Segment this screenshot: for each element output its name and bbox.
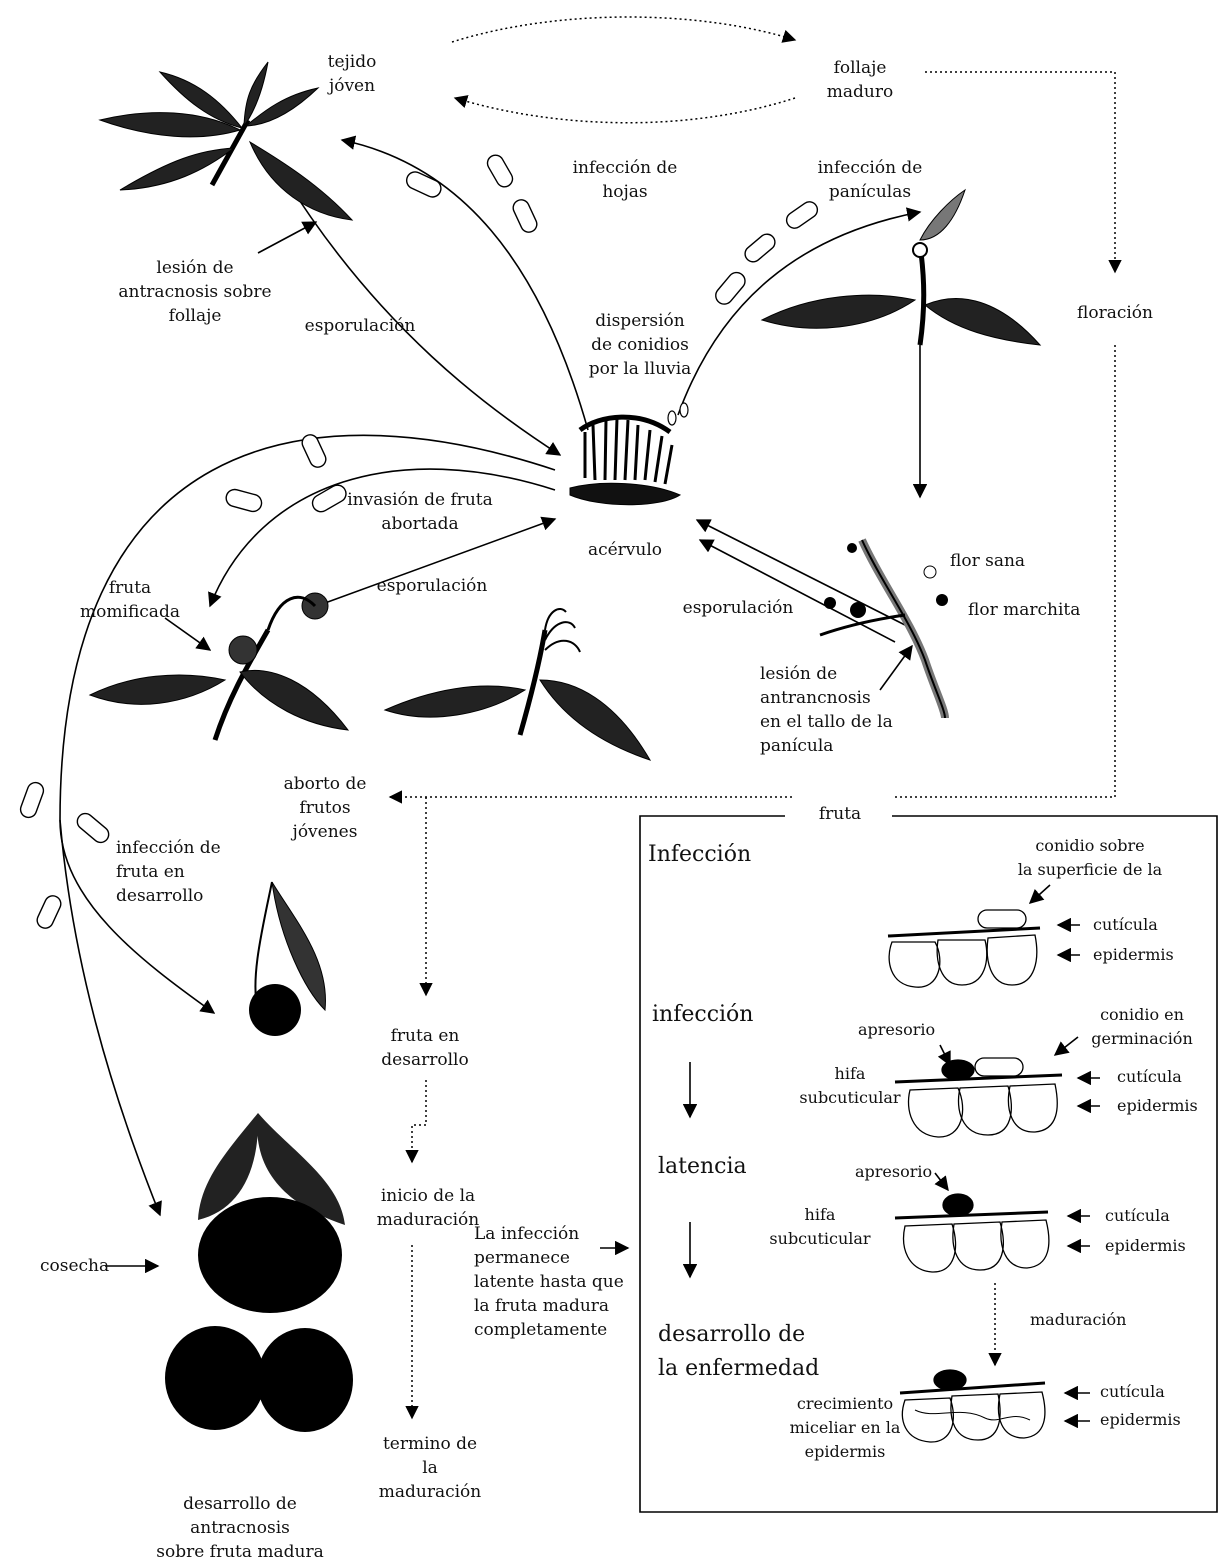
cells-latency — [895, 1194, 1049, 1272]
box-label-conidium-surface: conidio sobre la superficie de la — [1000, 834, 1180, 882]
box-label-epidermis-3: epidermis — [1105, 1234, 1205, 1258]
label-rain-dispersal: dispersión de conidios por la lluvia — [570, 309, 710, 381]
box-stage-disease: desarrollo de la enfermedad — [658, 1318, 878, 1386]
conidium — [404, 169, 444, 200]
label-foliage-lesion: lesión de antracnosis sobre follaje — [105, 256, 285, 328]
box-label-epidermis-2: epidermis — [1117, 1094, 1217, 1118]
box-label-germinating-conidium: conidio en germinación — [1072, 1003, 1212, 1051]
box-title-infection: Infección — [648, 838, 848, 872]
conidium — [511, 197, 540, 235]
cells-surface-conidium — [888, 910, 1040, 987]
conidium — [74, 810, 112, 845]
box-label-cuticle-3: cutícula — [1105, 1204, 1205, 1228]
box-label-cuticle-1: cutícula — [1093, 913, 1193, 937]
box-label-ripening: maduración — [1030, 1308, 1150, 1332]
conidium — [224, 488, 263, 514]
conidium — [18, 780, 45, 819]
label-sporulation-top: esporulación — [290, 314, 430, 338]
box-label-appressorium-1: apresorio — [858, 1018, 958, 1042]
arrow-to-flowering — [925, 72, 1115, 272]
label-aborted-fruit-invasion: invasión de fruta abortada — [340, 488, 500, 536]
label-healthy-flower: flor sana — [950, 549, 1090, 573]
developing-fruit — [249, 882, 325, 1036]
label-young-tissue: tejido jóven — [292, 50, 412, 98]
label-latent-infection: La infección permanece latente hasta que… — [474, 1222, 624, 1342]
label-fruit-abortion: aborto de frutos jóvenes — [260, 772, 390, 844]
conidium — [712, 269, 748, 308]
box-label-epidermis-1: epidermis — [1093, 943, 1193, 967]
cells-disease — [900, 1370, 1045, 1442]
box-label-mycelial-growth: crecimiento miceliar en la epidermis — [780, 1392, 910, 1464]
box-label-hypha-2: hifa subcuticular — [765, 1203, 875, 1251]
arrow-to-mature-foliage — [452, 17, 795, 42]
label-mature-foliage: follaje maduro — [800, 56, 920, 104]
label-harvest: cosecha — [40, 1254, 120, 1278]
label-panicle-infection: infección de panículas — [795, 156, 945, 204]
box-label-cuticle-4: cutícula — [1100, 1380, 1200, 1404]
box-label-appressorium-2: apresorio — [855, 1160, 955, 1184]
arrow-lesion-foliage — [258, 222, 316, 253]
label-leaf-infection: infección de hojas — [550, 156, 700, 204]
box-label-epidermis-4: epidermis — [1100, 1408, 1200, 1432]
label-stem-lesion: lesión de antrancnosis en el tallo de la… — [760, 662, 900, 758]
arrow-to-young-tissue — [455, 98, 795, 123]
box-stage-infection: infección — [652, 998, 852, 1032]
box-label-hypha-1: hifa subcuticular — [795, 1062, 905, 1110]
box-pointer-arrows — [935, 885, 1100, 1421]
label-mature-fruit-anthracnose: desarrollo de antracnosis sobre fruta ma… — [150, 1492, 330, 1564]
box-label-cuticle-2: cutícula — [1117, 1065, 1217, 1089]
label-wilted-flower: flor marchita — [968, 598, 1108, 622]
label-ripening-end: termino de la maduración — [360, 1432, 500, 1504]
box-stage-latency: latencia — [658, 1150, 858, 1184]
label-flowering: floración — [1055, 301, 1175, 325]
label-developing-fruit-infection: infección de fruta en desarrollo — [116, 836, 256, 908]
mature-fruit-cluster — [165, 1113, 353, 1432]
label-developing-fruit: fruta en desarrollo — [360, 1024, 490, 1072]
conidium — [485, 152, 516, 189]
conidium — [742, 231, 778, 265]
acervulus — [570, 403, 688, 505]
label-fruit: fruta — [795, 802, 885, 826]
conidium — [35, 893, 64, 931]
aborted-fruit-plant — [385, 609, 650, 760]
label-acervulus: acérvulo — [565, 538, 685, 562]
label-mummified-fruit: fruta momificada — [70, 576, 190, 624]
cells-germination — [895, 1058, 1062, 1137]
arrow-to-ripening-start — [412, 1080, 426, 1162]
label-sporulation-right: esporulación — [668, 596, 808, 620]
label-sporulation-mid: esporulación — [362, 574, 502, 598]
